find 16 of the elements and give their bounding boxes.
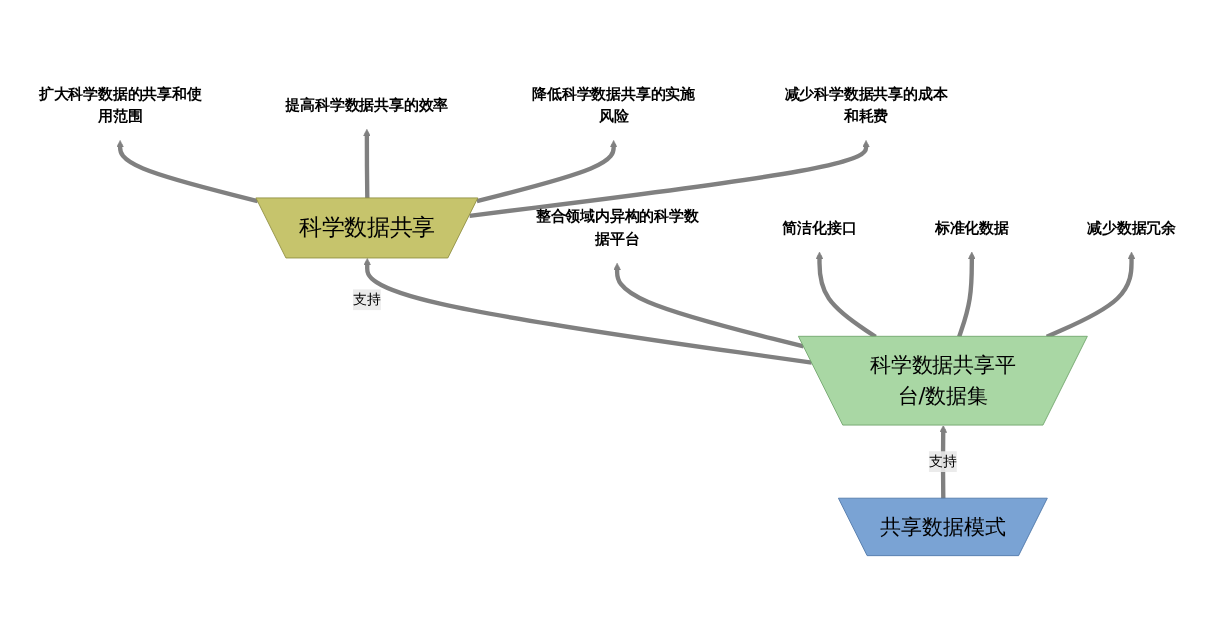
arrow [116, 139, 259, 203]
node-text: 整合领域内异构的科学数据平台 [535, 207, 699, 247]
arrow [469, 139, 870, 218]
node-text: 扩大科学数据的共享和使用范围 [38, 84, 202, 125]
arrow [476, 139, 618, 203]
edge-label: 支持 [352, 290, 381, 308]
node-text: 提高科学数据共享的效率 [285, 95, 449, 113]
edge-label: 支持 [928, 452, 957, 470]
arrow [363, 257, 813, 365]
node-text: 降低科学数据共享的实施风险 [532, 84, 696, 125]
node-text: 减少科学数据共享的成本和耗费 [784, 84, 948, 125]
node-text: 简洁化接口 [782, 218, 857, 236]
arrow [613, 262, 805, 349]
node-text: 减少数据冗余 [1087, 218, 1176, 236]
node-text: 标准化数据 [934, 218, 1009, 236]
arrow [363, 128, 371, 199]
